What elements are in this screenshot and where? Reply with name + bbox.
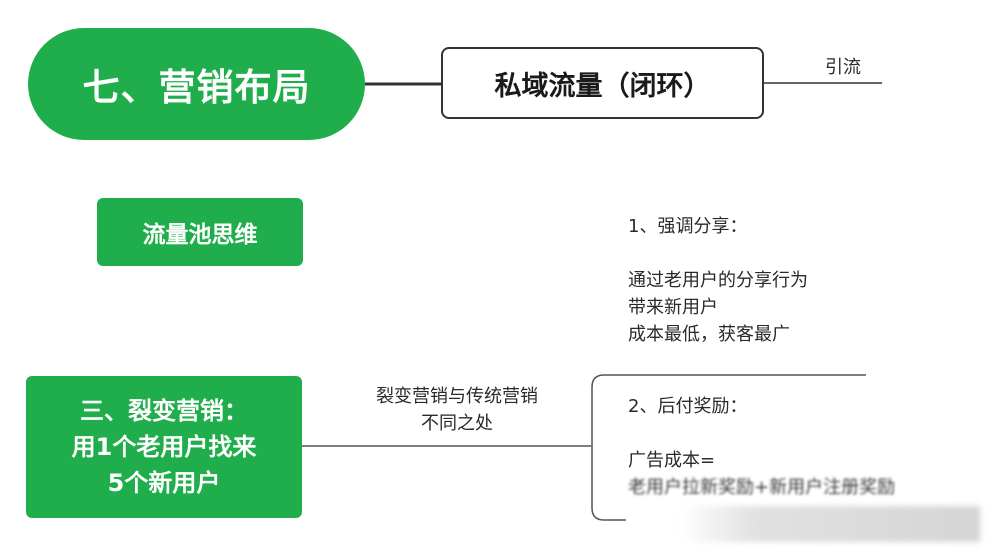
point-heading: 2、后付奖励：: [628, 396, 748, 417]
root-node-title: 七、营销布局: [82, 66, 311, 109]
point-line: 带来新用户: [628, 297, 718, 318]
point-line: 成本最低，获客最广: [628, 324, 790, 345]
points-bracket: [591, 374, 866, 521]
private-traffic-title: 私域流量（闭环）: [494, 70, 711, 102]
point-deferred-reward: 2、后付奖励： 广告成本= 老用户拉新奖励+新用户注册奖励: [628, 393, 895, 501]
watermark-overlay: [680, 506, 980, 542]
point-line: 老用户拉新奖励+新用户注册奖励: [628, 477, 896, 498]
point-line: 广告成本=: [628, 450, 716, 471]
point-emphasize-sharing: 1、强调分享： 通过老用户的分享行为 带来新用户 成本最低，获客最广: [628, 213, 808, 348]
fission-marketing-node: 三、裂变营销： 用1个老用户找来 5个新用户: [26, 376, 302, 518]
point-heading: 1、强调分享：: [628, 216, 748, 237]
branch-label-line: 裂变营销与传统营销: [376, 386, 538, 407]
fission-branch-label: 裂变营销与传统营销 不同之处: [357, 383, 557, 437]
branch-label-line: 不同之处: [421, 413, 493, 434]
fission-line: 5个新用户: [107, 469, 221, 497]
private-traffic-node: 私域流量（闭环）: [441, 47, 764, 119]
fission-line: 用1个老用户找来: [71, 433, 257, 461]
root-node: 七、营销布局: [28, 28, 365, 140]
fission-line: 三、裂变营销：: [80, 397, 248, 425]
traffic-pool-title: 流量池思维: [142, 222, 258, 248]
traffic-pool-node: 流量池思维: [97, 198, 303, 266]
guide-traffic-label: 引流: [825, 57, 861, 78]
point-line: 通过老用户的分享行为: [628, 270, 808, 291]
